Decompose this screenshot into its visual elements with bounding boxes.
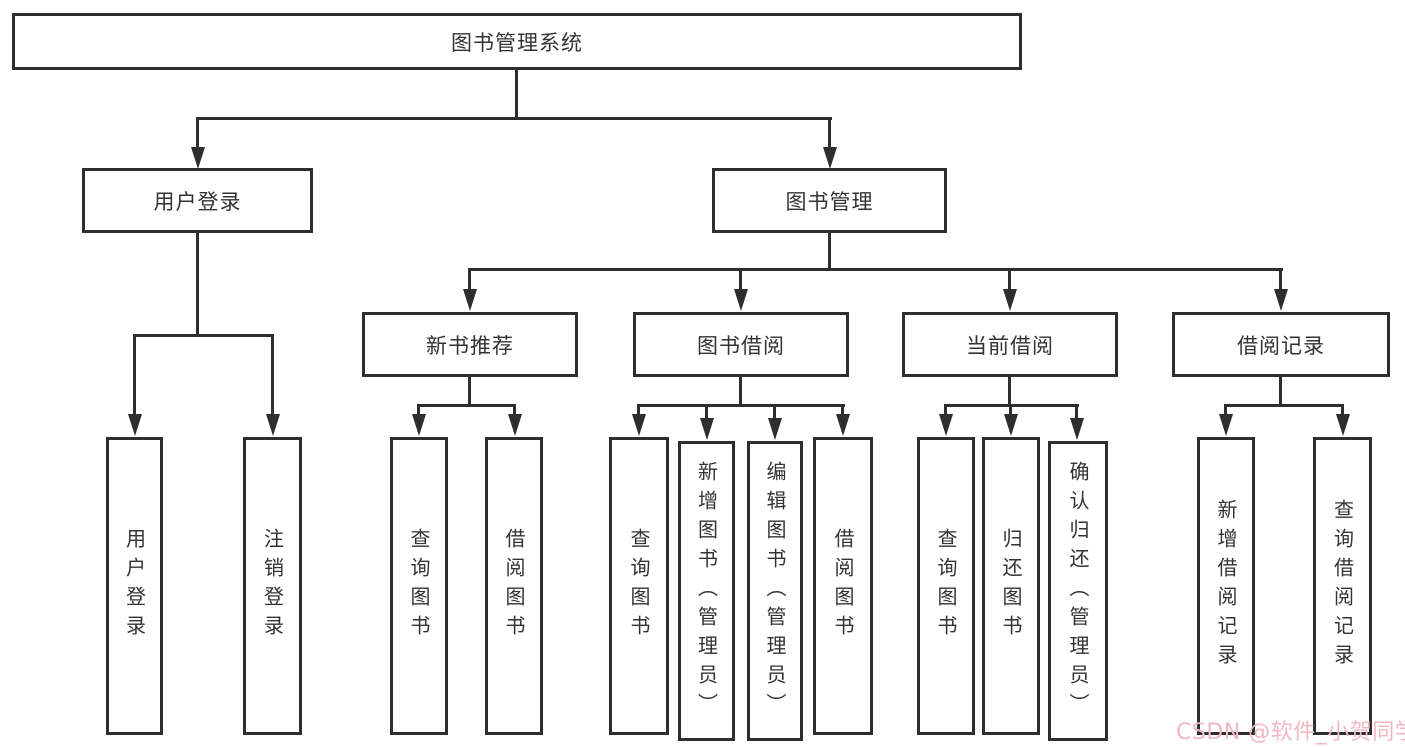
node-leaf-record-query-record-label: 查询借阅记录 <box>1330 499 1355 673</box>
connector-current-drop1 <box>944 404 947 418</box>
connector-records-drop1 <box>1224 404 1227 418</box>
connector-current-stem <box>1008 377 1011 407</box>
arrow-down-icon <box>463 289 477 311</box>
node-borrowing-records: 借阅记录 <box>1172 312 1390 377</box>
connector-bookmgmt-drop4 <box>1279 268 1282 292</box>
arrow-down-icon <box>412 414 426 436</box>
node-book-management-label: 图书管理 <box>785 189 874 214</box>
connector-borrowing-drop2 <box>705 404 708 422</box>
connector-records-drop2 <box>1341 404 1344 418</box>
node-leaf-current-query-books: 查询图书 <box>917 437 975 735</box>
connector-bookmgmt-drop1 <box>468 268 471 292</box>
node-borrowing-records-label: 借阅记录 <box>1237 333 1325 358</box>
node-leaf-user-login-label: 用户登录 <box>122 528 147 644</box>
connector-userlogin-rail <box>133 334 274 337</box>
node-leaf-user-login: 用户登录 <box>106 437 163 735</box>
node-leaf-newbook-query-books-label: 查询图书 <box>407 528 431 644</box>
node-leaf-borrow-add-books-label: 新增图书（管理员） <box>694 460 719 722</box>
node-leaf-current-confirm-return-label: 确认归还（管理员） <box>1066 460 1090 722</box>
node-leaf-current-return-books: 归还图书 <box>982 437 1040 735</box>
node-leaf-current-query-books-label: 查询图书 <box>934 528 958 644</box>
connector-root-drop-left <box>196 117 199 150</box>
connector-userlogin-drop2 <box>271 334 274 416</box>
connector-borrowing-stem <box>739 377 742 407</box>
arrow-down-icon <box>836 414 850 436</box>
arrow-down-icon <box>508 414 522 436</box>
node-leaf-borrow-borrow-books-label: 借阅图书 <box>831 528 855 644</box>
arrow-down-icon <box>1274 289 1288 311</box>
connector-bookmgmt-stem <box>828 233 831 271</box>
arrow-down-icon <box>768 418 782 440</box>
arrow-down-icon <box>266 414 280 436</box>
node-leaf-borrow-add-books: 新增图书（管理员） <box>678 441 735 741</box>
arrow-down-icon <box>128 414 142 436</box>
arrow-down-icon <box>734 289 748 311</box>
connector-newbook-drop1 <box>417 404 420 418</box>
node-leaf-newbook-query-books: 查询图书 <box>390 437 448 735</box>
connector-newbook-stem <box>468 377 471 407</box>
node-new-book-recommend: 新书推荐 <box>362 312 578 377</box>
node-leaf-current-confirm-return: 确认归还（管理员） <box>1048 441 1108 741</box>
connector-current-drop3 <box>1075 404 1078 422</box>
node-user-login: 用户登录 <box>82 168 313 233</box>
node-book-management: 图书管理 <box>712 168 947 233</box>
node-leaf-borrow-borrow-books: 借阅图书 <box>813 437 873 735</box>
arrow-down-icon <box>1004 414 1018 436</box>
arrow-down-icon <box>700 418 714 440</box>
arrow-down-icon <box>1070 418 1084 440</box>
connector-root-rail <box>196 117 832 120</box>
connector-bookmgmt-rail <box>468 268 1283 271</box>
node-root-label: 图书管理系统 <box>451 30 583 55</box>
connector-userlogin-drop1 <box>133 334 136 416</box>
connector-borrowing-rail <box>637 404 845 407</box>
connector-borrowing-drop4 <box>841 404 844 418</box>
node-leaf-newbook-borrow-books-label: 借阅图书 <box>502 528 526 644</box>
csdn-watermark: CSDN @软件_小贺同学 <box>1176 720 1405 745</box>
arrow-down-icon <box>823 147 837 169</box>
node-user-login-label: 用户登录 <box>153 189 242 214</box>
arrow-down-icon <box>1003 289 1017 311</box>
connector-records-rail <box>1224 404 1344 407</box>
node-leaf-current-return-books-label: 归还图书 <box>999 528 1023 644</box>
node-leaf-logout: 注销登录 <box>243 437 302 735</box>
node-leaf-newbook-borrow-books: 借阅图书 <box>485 437 543 735</box>
connector-current-drop2 <box>1009 404 1012 418</box>
node-leaf-record-query-record: 查询借阅记录 <box>1313 437 1372 735</box>
arrow-down-icon <box>191 147 205 169</box>
node-leaf-record-add-record-label: 新增借阅记录 <box>1214 499 1238 673</box>
node-leaf-borrow-query-books: 查询图书 <box>609 437 669 735</box>
connector-borrowing-drop3 <box>773 404 776 422</box>
node-book-borrowing-label: 图书借阅 <box>697 333 785 358</box>
connector-root-stem <box>515 70 518 119</box>
node-leaf-borrow-edit-books: 编辑图书（管理员） <box>747 441 803 741</box>
node-new-book-recommend-label: 新书推荐 <box>426 333 514 358</box>
connector-newbook-rail <box>417 404 516 407</box>
connector-bookmgmt-drop3 <box>1008 268 1011 292</box>
arrow-down-icon <box>632 414 646 436</box>
arrow-down-icon <box>1336 414 1350 436</box>
connector-newbook-drop2 <box>513 404 516 418</box>
node-leaf-record-add-record: 新增借阅记录 <box>1197 437 1255 735</box>
node-current-borrowing: 当前借阅 <box>902 312 1118 377</box>
node-current-borrowing-label: 当前借阅 <box>966 333 1054 358</box>
arrow-down-icon <box>1219 414 1233 436</box>
connector-userlogin-stem <box>196 233 199 337</box>
connector-bookmgmt-drop2 <box>739 268 742 292</box>
node-leaf-logout-label: 注销登录 <box>260 528 285 644</box>
node-book-borrowing: 图书借阅 <box>633 312 849 377</box>
node-root-system: 图书管理系统 <box>12 13 1022 70</box>
node-leaf-borrow-query-books-label: 查询图书 <box>627 528 651 644</box>
connector-records-stem <box>1279 377 1282 407</box>
connector-borrowing-drop1 <box>637 404 640 418</box>
arrow-down-icon <box>939 414 953 436</box>
node-leaf-borrow-edit-books-label: 编辑图书（管理员） <box>763 460 787 722</box>
connector-root-drop-right <box>828 117 831 150</box>
